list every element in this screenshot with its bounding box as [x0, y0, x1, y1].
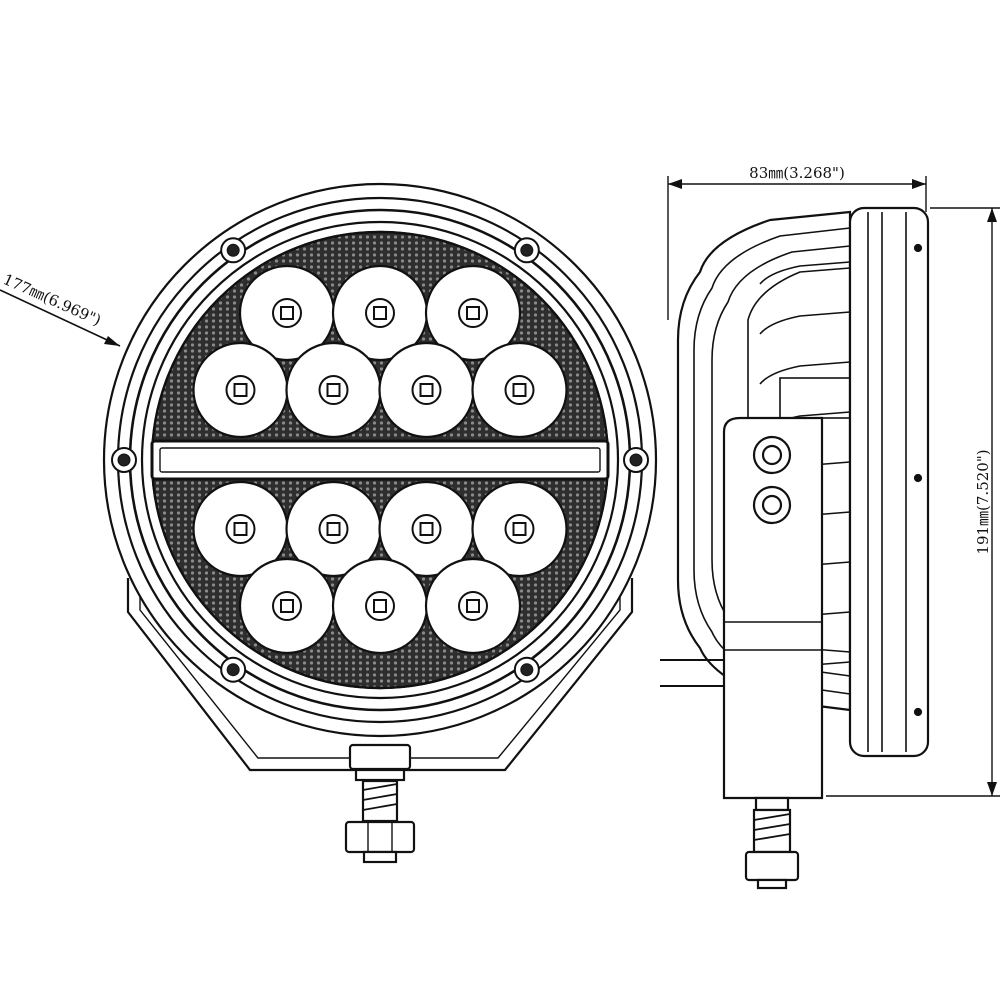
led-module: [285, 480, 382, 578]
cooling-fin: [759, 261, 851, 285]
front-view: [102, 182, 658, 864]
power-cable: [660, 659, 724, 687]
height-label: 191㎜(7.520"): [974, 449, 992, 554]
mounting-bolt: [344, 743, 416, 864]
bezel-screw: [220, 237, 247, 264]
diameter-label: 177㎜(6.969"): [0, 270, 103, 329]
cooling-fin: [759, 361, 851, 385]
bezel-screw: [220, 656, 247, 683]
bezel-screw: [513, 237, 540, 264]
led-module: [192, 480, 289, 578]
led-module: [192, 341, 289, 439]
led-module: [424, 557, 522, 655]
side-view: [660, 206, 930, 890]
depth-dimension: 83㎜(3.268"): [667, 164, 927, 320]
depth-label: 83㎜(3.268"): [749, 164, 845, 182]
bezel-screws: [111, 237, 649, 683]
led-module: [378, 480, 475, 578]
led-module: [331, 557, 429, 655]
led-module: [238, 557, 336, 655]
led-module: [378, 341, 475, 439]
led-module: [285, 341, 382, 439]
height-dimension: 191㎜(7.520"): [826, 207, 1000, 797]
led-module: [424, 264, 522, 362]
side-bezel: [848, 206, 930, 758]
led-array: [192, 264, 568, 655]
bezel-screw: [111, 447, 137, 473]
bezel-screw: [513, 656, 540, 683]
cooling-fin: [759, 311, 851, 335]
side-mounting-bolt: [744, 796, 800, 890]
side-bracket: [722, 416, 824, 800]
diameter-dimension: 177㎜(6.969"): [0, 270, 121, 347]
led-module: [471, 341, 568, 439]
bezel-screw: [623, 447, 649, 473]
led-module: [471, 480, 568, 578]
